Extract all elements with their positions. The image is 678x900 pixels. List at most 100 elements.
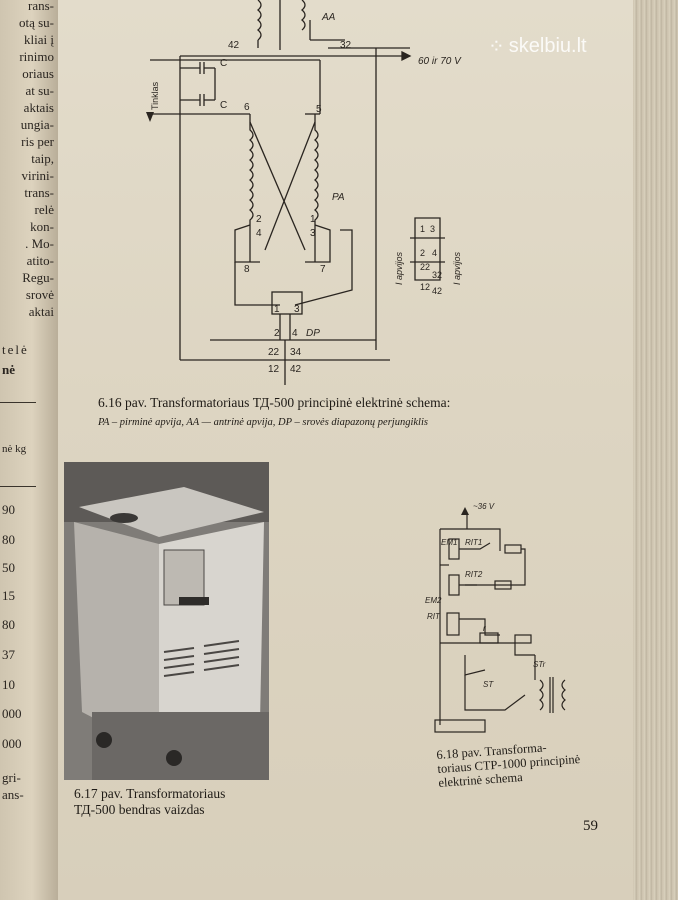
- caption-title: 6.16 pav. Transformatoriaus ТД-500 princ…: [98, 395, 451, 410]
- label: 4: [432, 248, 437, 258]
- label: RIT: [427, 612, 441, 621]
- label: 6: [244, 102, 250, 113]
- left-word: virini-: [21, 168, 55, 183]
- label: 3: [294, 304, 300, 315]
- label: 32: [340, 40, 352, 51]
- label: 2: [256, 214, 262, 225]
- left-word: aktai: [28, 304, 54, 319]
- left-word: ungia-: [20, 117, 54, 132]
- left-word: rans-: [28, 0, 54, 13]
- left-word: ans-: [2, 787, 24, 802]
- label: 32: [432, 270, 442, 280]
- label: C: [220, 100, 227, 111]
- left-number: 80: [2, 532, 15, 547]
- left-word: gri-: [2, 770, 21, 785]
- schematic-td500: 42 AA 32 60 ir 70 V C C Tinklas 6 5 PA 2…: [146, 0, 462, 385]
- left-number: 15: [2, 588, 15, 603]
- label: EM1: [441, 538, 457, 547]
- left-word: kliai į: [24, 32, 54, 47]
- left-word: atito-: [26, 253, 54, 268]
- label: AA: [321, 12, 336, 23]
- label: C: [220, 58, 227, 69]
- left-word: telė: [2, 342, 29, 357]
- label: 12: [268, 364, 280, 375]
- schematic-ctp1000: ~36 V EM1 RIT1 RIT2 EM2 RIT r STr ST: [425, 502, 566, 733]
- left-number: 90: [2, 502, 15, 517]
- left-page-strip: rans- otą su- kliai į rinimo oriaus at s…: [0, 0, 58, 900]
- label: ST: [483, 680, 494, 689]
- label: 2: [420, 248, 425, 258]
- left-word: srovė: [25, 287, 54, 302]
- coil: [300, 0, 306, 31]
- label: 2: [274, 328, 280, 339]
- left-word: trans-: [24, 185, 54, 200]
- left-word: at su-: [25, 83, 54, 98]
- left-unit: nė kg: [2, 443, 27, 455]
- switch-box: [271, 291, 303, 315]
- label: 22: [420, 262, 430, 272]
- label: Tinklas: [150, 81, 160, 110]
- left-word: Regu-: [22, 270, 54, 285]
- label: 42: [228, 40, 240, 51]
- left-number: 000: [2, 736, 22, 751]
- left-word: rinimo: [19, 49, 54, 64]
- caption-line: 6.17 pav. Transformatoriaus: [74, 786, 226, 801]
- coil: [313, 114, 319, 225]
- label: RIT2: [465, 570, 483, 579]
- label: 1: [420, 224, 425, 234]
- label: 34: [290, 347, 302, 358]
- page-edges: [633, 0, 678, 900]
- switch-diagram: [414, 217, 441, 281]
- coil: [256, 0, 262, 41]
- watermark: ⁘ skelbiu.lt: [488, 34, 587, 59]
- caption-6-16: 6.16 pav. Transformatoriaus ТД-500 princ…: [98, 395, 558, 431]
- left-number: 50: [2, 560, 15, 575]
- label: STr: [533, 660, 546, 669]
- label: 4: [292, 328, 298, 339]
- label: PA: [332, 192, 345, 203]
- label: 7: [320, 264, 326, 275]
- left-number: 000: [2, 706, 22, 721]
- left-word: oriaus: [22, 66, 54, 81]
- label: EM2: [425, 596, 442, 605]
- left-word: taip,: [31, 151, 54, 166]
- caption-6-17: 6.17 pav. Transformatoriaus ТД-500 bendr…: [74, 786, 294, 818]
- label: r: [483, 624, 486, 633]
- left-number: 37: [2, 647, 15, 662]
- left-rule: [0, 402, 36, 403]
- label: I apvijos: [394, 251, 404, 285]
- label: 1: [274, 304, 280, 315]
- left-word: kon-: [30, 219, 54, 234]
- dots-logo-icon: ⁘: [488, 36, 505, 58]
- page-number: 59: [583, 818, 598, 834]
- label: RIT1: [465, 538, 482, 547]
- label: 42: [290, 364, 302, 375]
- label: 8: [244, 264, 250, 275]
- label: 3: [310, 228, 316, 239]
- left-number: 10: [2, 677, 15, 692]
- label: 12: [420, 282, 430, 292]
- label: 3: [430, 224, 435, 234]
- left-word: ris per: [21, 134, 54, 149]
- coil: [248, 114, 254, 225]
- label: 1: [310, 214, 316, 225]
- left-word: nė: [2, 362, 15, 377]
- caption-line: ТД-500 bendras vaizdas: [74, 802, 205, 817]
- left-number: 80: [2, 617, 15, 632]
- left-word: relė: [34, 202, 54, 217]
- left-word: . Mo-: [25, 236, 54, 251]
- label: 60 ir 70 V: [418, 56, 462, 67]
- watermark-text: skelbiu.lt: [508, 35, 587, 57]
- label: ~36 V: [473, 502, 495, 511]
- label: 4: [256, 228, 262, 239]
- label: DP: [306, 328, 320, 339]
- left-word: aktais: [23, 100, 54, 115]
- label: 5: [316, 104, 322, 115]
- transformer-photo: [64, 462, 269, 780]
- label: 42: [432, 286, 442, 296]
- caption-subtitle: PA – pirminė apvija, AA — antrinė apvija…: [98, 417, 428, 428]
- left-rule: [0, 486, 36, 487]
- label: I apvijos: [452, 251, 462, 285]
- left-word: otą su-: [18, 15, 54, 30]
- label: 22: [268, 347, 280, 358]
